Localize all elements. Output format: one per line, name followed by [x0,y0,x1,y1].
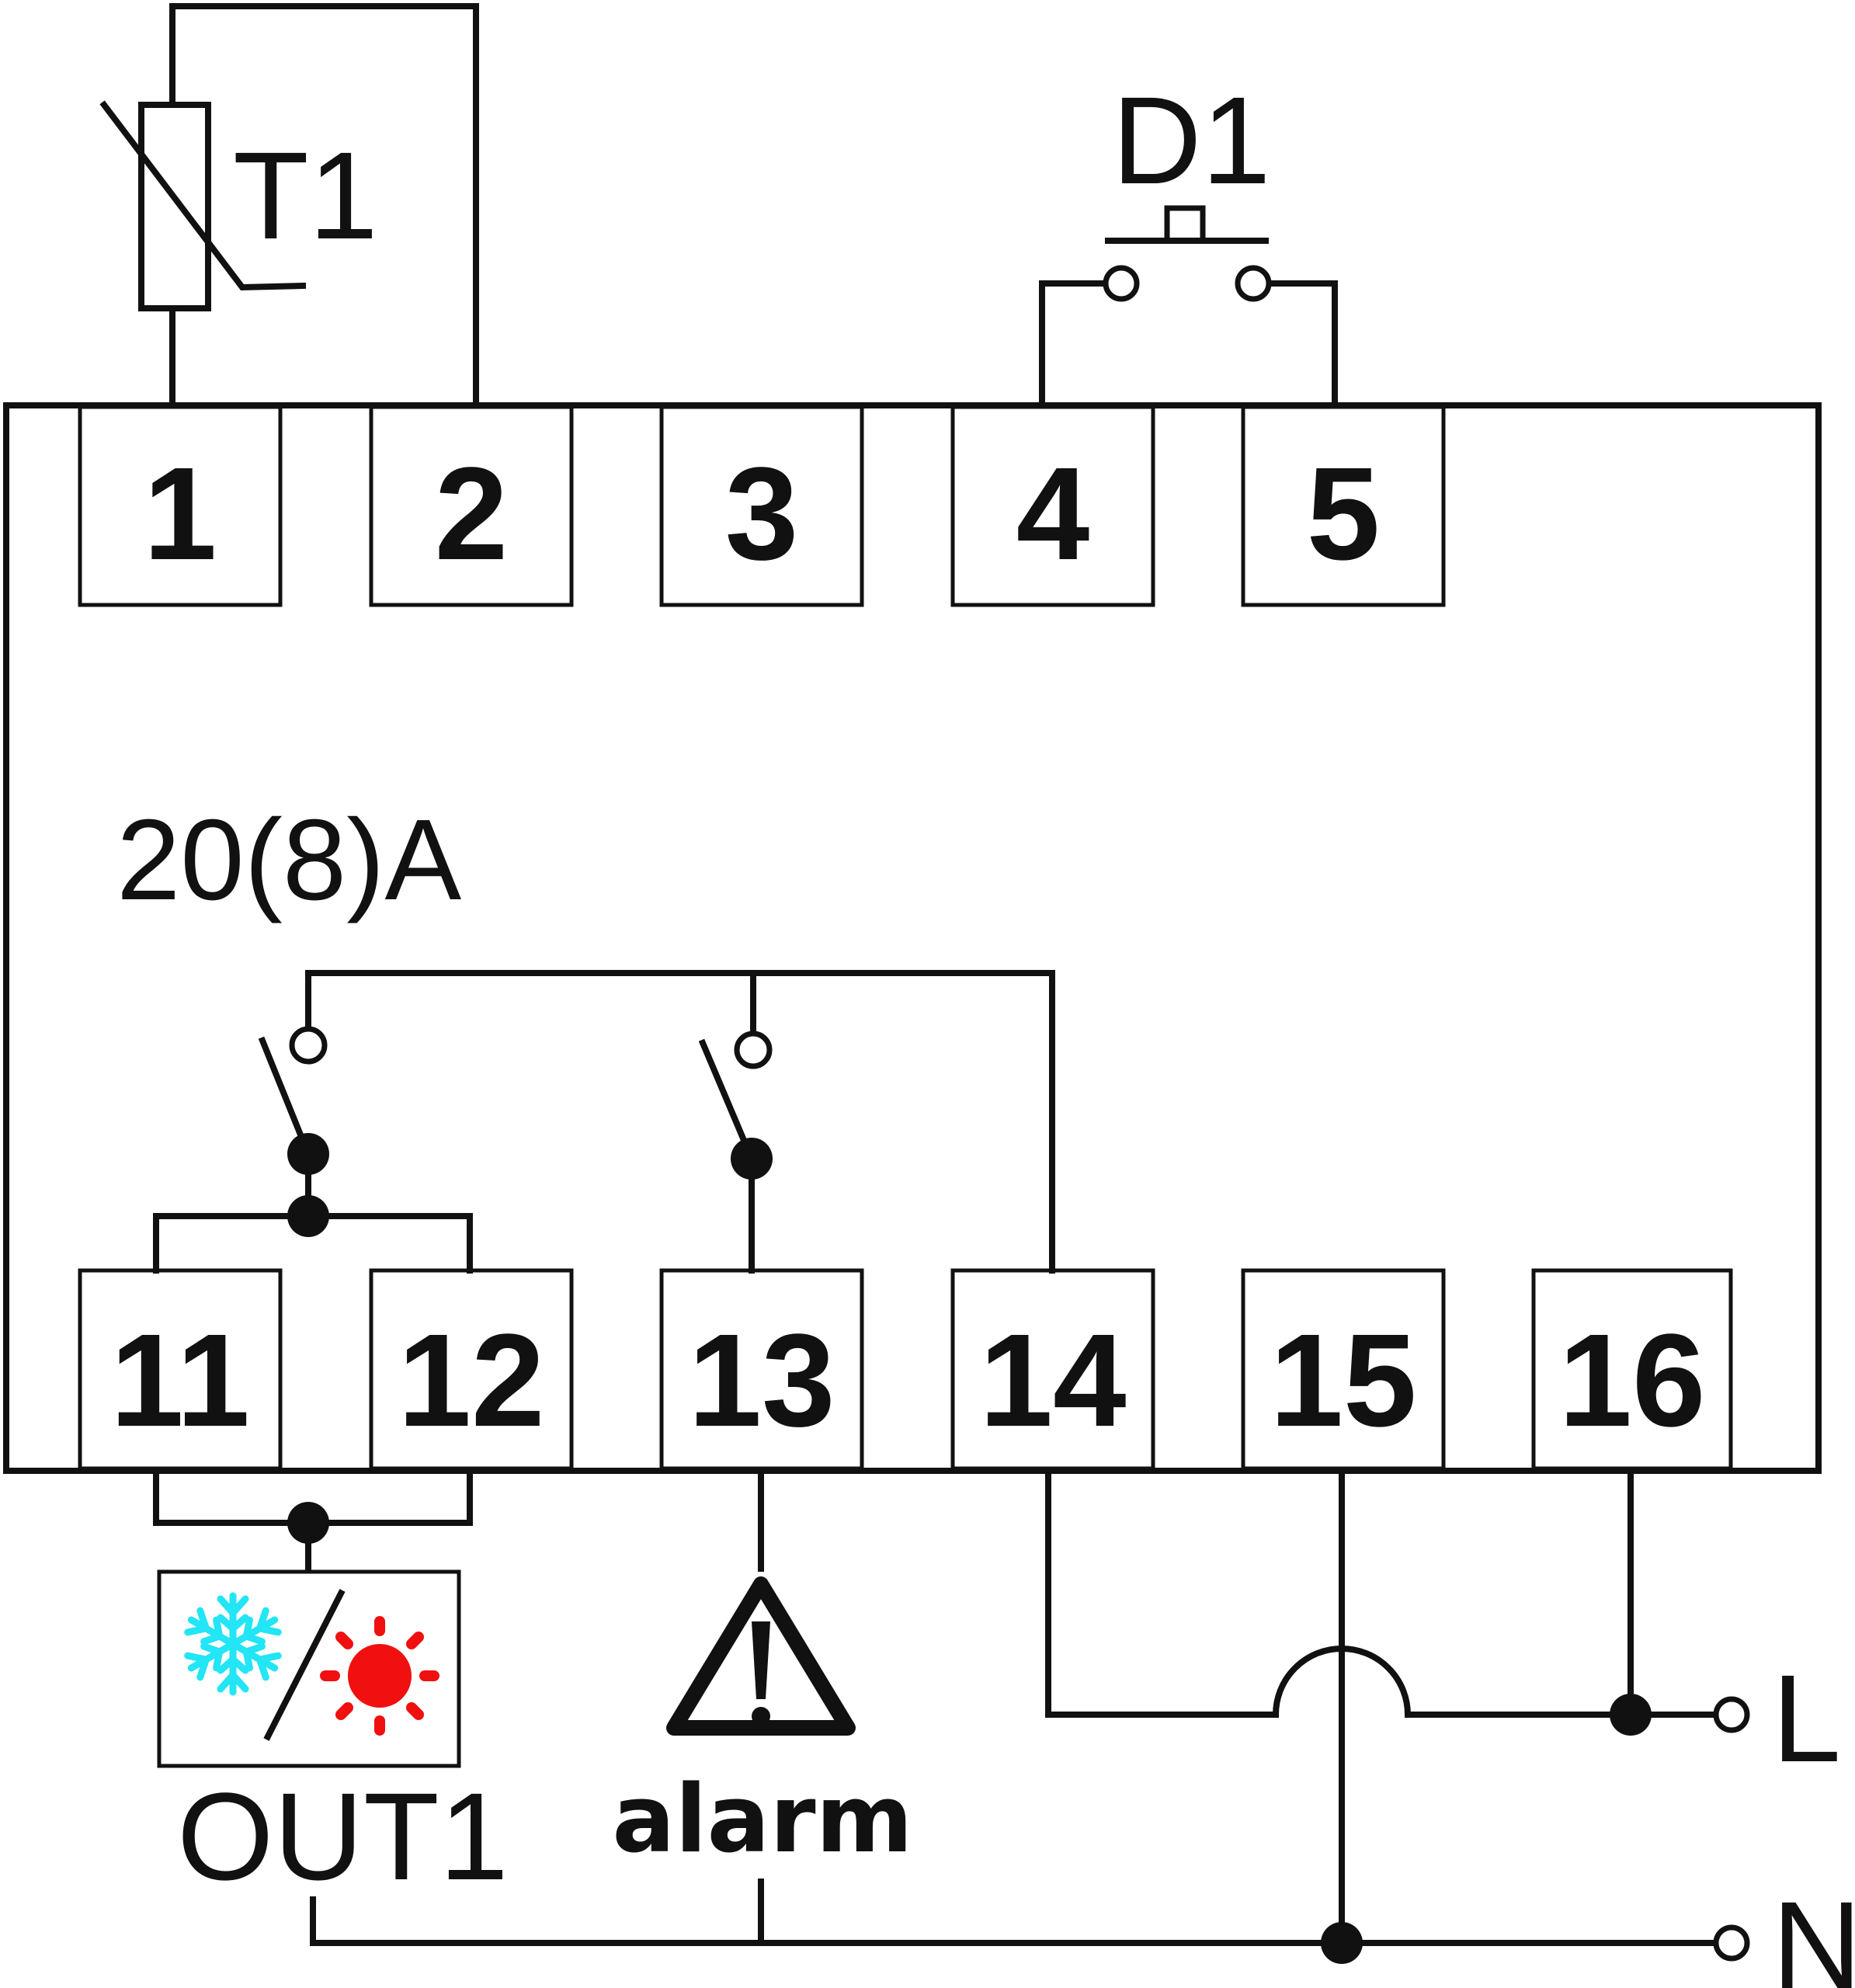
terminal-5: 5 [1241,405,1446,607]
wire-t1-terminal-2 [169,3,479,408]
wire-d1-terminal-5 [1266,280,1338,408]
terminal-13: 13 [659,1268,864,1471]
wire-neutral-bus [310,1896,1721,1946]
line-terminal-point [1713,1696,1750,1733]
external-wiring: L N [153,1468,1855,1988]
line-label: L [1772,1649,1841,1788]
terminal-3: 3 [659,405,864,607]
terminal-12-label: 12 [398,1307,544,1455]
terminal-11: 11 [78,1268,283,1471]
relay-circuit [153,970,1055,1274]
top-terminal-block: 1 2 3 4 5 [78,405,1446,607]
terminal-1-label: 1 [144,440,217,588]
relay-common-wire-terminal-14 [305,970,1055,1274]
thermistor-t1: T1 [99,3,479,408]
out1-label: OUT1 [177,1767,509,1906]
terminal-4-label: 4 [1016,440,1090,588]
thermistor-icon [138,102,211,311]
terminal-13-label: 13 [688,1307,835,1455]
wire-d1-terminal-4 [1039,280,1109,408]
neutral-label: N [1772,1875,1855,1988]
controller-enclosure [3,402,1822,1474]
terminal-3-label: 3 [725,440,799,588]
d1-contact-right [1235,265,1272,302]
terminal-11-label: 11 [110,1307,250,1455]
digital-input-d1-label: D1 [1112,71,1271,210]
push-button-icon [1164,205,1206,244]
out1-load: OUT1 [157,1569,509,1906]
snowflake-icon [184,1592,282,1696]
relay1-fixed-contact [289,1026,328,1065]
alarm-exclamation-bar [752,1621,770,1699]
terminal-15: 15 [1241,1268,1446,1471]
terminal-5-label: 5 [1307,440,1381,588]
d1-contact-left [1103,265,1140,302]
terminal-2: 2 [369,405,574,607]
neutral-terminal-point [1713,1924,1750,1962]
wire-relay1-terminals-11-12 [153,1213,473,1274]
terminal-14-label: 14 [979,1307,1126,1455]
relay-rating-label: 20(8)A [116,796,462,924]
relay2-fixed-contact [734,1030,773,1069]
thermistor-slash [99,100,307,291]
terminal-2-label: 2 [435,440,509,588]
sun-icon [320,1616,439,1736]
terminal-16-label: 16 [1558,1307,1705,1455]
terminal-4: 4 [950,405,1155,607]
terminal-12: 12 [369,1268,574,1471]
terminal-16: 16 [1531,1268,1733,1471]
sensor-t1-label: T1 [233,126,378,265]
alarm-exclamation-dot [752,1707,770,1726]
out1-slash [263,1589,346,1741]
relay-switch-icon [153,1026,473,1274]
alarm-warning-icon: alarm [612,1576,913,1874]
terminal-15-label: 15 [1270,1307,1416,1455]
wire-terminal-14-line [1045,1468,1279,1718]
neutral-junction [1321,1922,1363,1964]
relay2-switch-icon [698,1030,773,1274]
terminal-1: 1 [78,405,283,607]
alarm-label: alarm [612,1766,912,1874]
digital-input-d1: D1 [1039,71,1338,408]
terminal-14: 14 [950,1268,1155,1471]
